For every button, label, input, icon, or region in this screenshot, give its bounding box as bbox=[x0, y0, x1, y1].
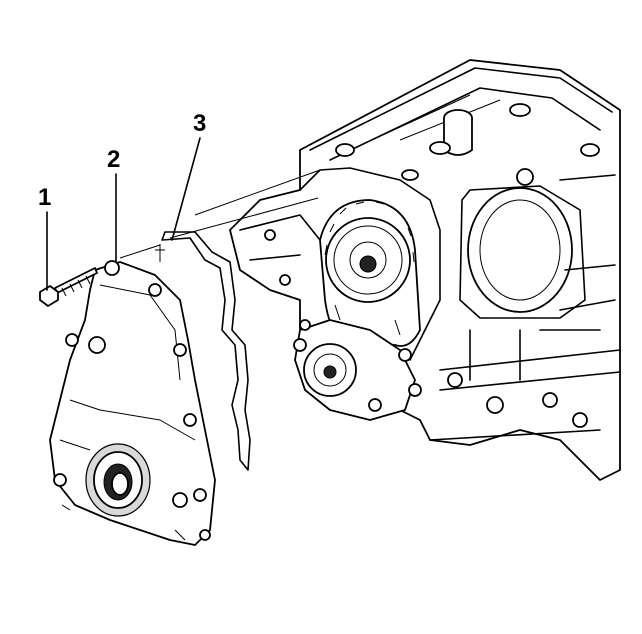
water-pump bbox=[293, 319, 422, 421]
engine-front-cover bbox=[49, 260, 216, 546]
callout-1: 1 bbox=[38, 184, 52, 211]
callout-2: 2 bbox=[107, 146, 121, 173]
assembly-guide-lines bbox=[119, 169, 321, 259]
engine-block bbox=[229, 59, 621, 481]
timing-chain-sprocket bbox=[319, 199, 421, 347]
leader-lines bbox=[46, 137, 201, 291]
front-cover-gasket bbox=[155, 231, 251, 471]
bolt bbox=[39, 267, 98, 307]
leader-line-3 bbox=[171, 137, 201, 241]
callout-3: 3 bbox=[193, 110, 207, 137]
